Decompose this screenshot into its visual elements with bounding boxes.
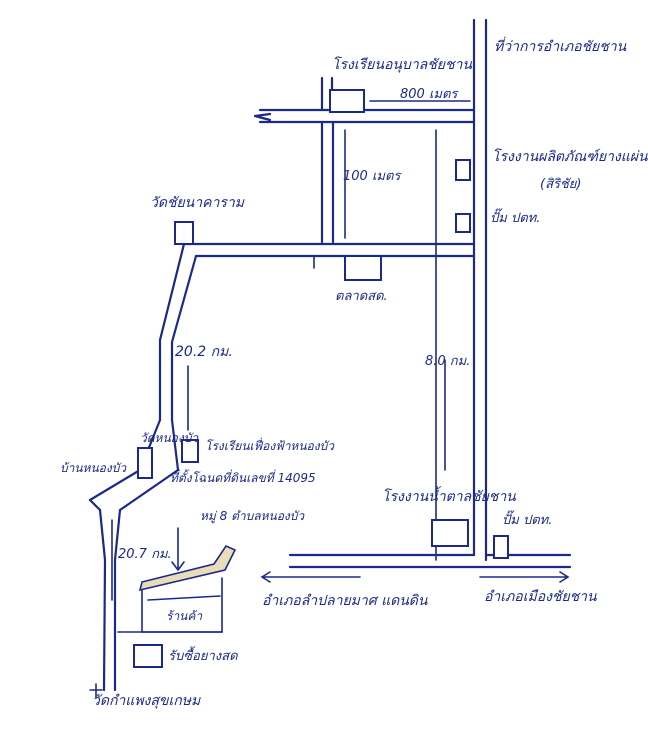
label-gas-station-2: ปั๊ม ปตท. (502, 513, 553, 528)
sugar-factory-box (431, 519, 469, 547)
temple-nongbua-box (137, 447, 153, 479)
label-to-lamplaimat: อำเภอลำปลายมาศ แดนดิน (262, 593, 428, 609)
diag-road-inner (170, 254, 198, 422)
label-target-location: ที่ตั้งโฉนดที่ดินเลขที่ 14095 (170, 471, 316, 485)
label-factory-sub: (สิริชัย) (540, 177, 582, 192)
label-shop: ร้านค้า (166, 609, 203, 623)
label-market: ตลาดสด. (335, 289, 388, 304)
label-dist-800m: 800 เมตร (400, 87, 458, 102)
factory-box (455, 159, 471, 181)
label-dist-100m: 100 เมตร (343, 169, 401, 184)
arrow-left-top (253, 112, 272, 122)
arrow-east (479, 571, 570, 583)
label-dist-202km: 20.2 กม. (175, 344, 233, 360)
label-dist-207km: 20.7 กม. (118, 547, 172, 562)
label-factory: โรงงานผลิตภัณฑ์ยางแผ่น (492, 149, 648, 165)
target-arrow (171, 527, 185, 572)
label-to-chaiyachan: อำเภอเมืองชัยชาน (484, 589, 597, 605)
label-school-nongbua: โรงเรียนเฟื่องฟ้าหนองบัว (205, 439, 334, 453)
label-school-top: โรงเรียนอนุบาลชัยชาน (332, 57, 472, 73)
label-temple-chaiyanaram: วัดชัยนาคาราม (150, 195, 244, 211)
label-gas-station-1: ปั๊ม ปตท. (490, 211, 541, 226)
junction-inner (118, 418, 180, 512)
gas-station-1-box (455, 213, 471, 233)
school-nongbua-box (181, 439, 199, 463)
label-rubber-buyer: รับซื้อยางสด (168, 649, 238, 664)
label-temple-nongbua: วัดหนองบัว (140, 431, 199, 445)
label-temple-bottom: วัดกำแพงสุขเกษม (92, 693, 201, 709)
gas-station-2-box (493, 535, 509, 559)
rubber-buyer-box (133, 644, 163, 668)
label-dist-8km: 8.0 กม. (425, 354, 471, 369)
diag-road-outer (158, 242, 186, 422)
temple-chaiyanaram-box (174, 221, 194, 245)
label-target-sub: หมู่ 8 ตำบลหนองบัว (200, 509, 305, 523)
school-top-box (329, 89, 365, 113)
market-box (344, 255, 382, 281)
target-roof (138, 544, 237, 592)
label-village-nongbua: บ้านหนองบัว (60, 461, 127, 475)
arrow-west (260, 571, 361, 583)
label-sugar-factory: โรงงานน้ำตาลชัยชาน (382, 489, 516, 505)
label-district-office-top: ที่ว่าการอำเภอชัยชาน (494, 39, 627, 55)
